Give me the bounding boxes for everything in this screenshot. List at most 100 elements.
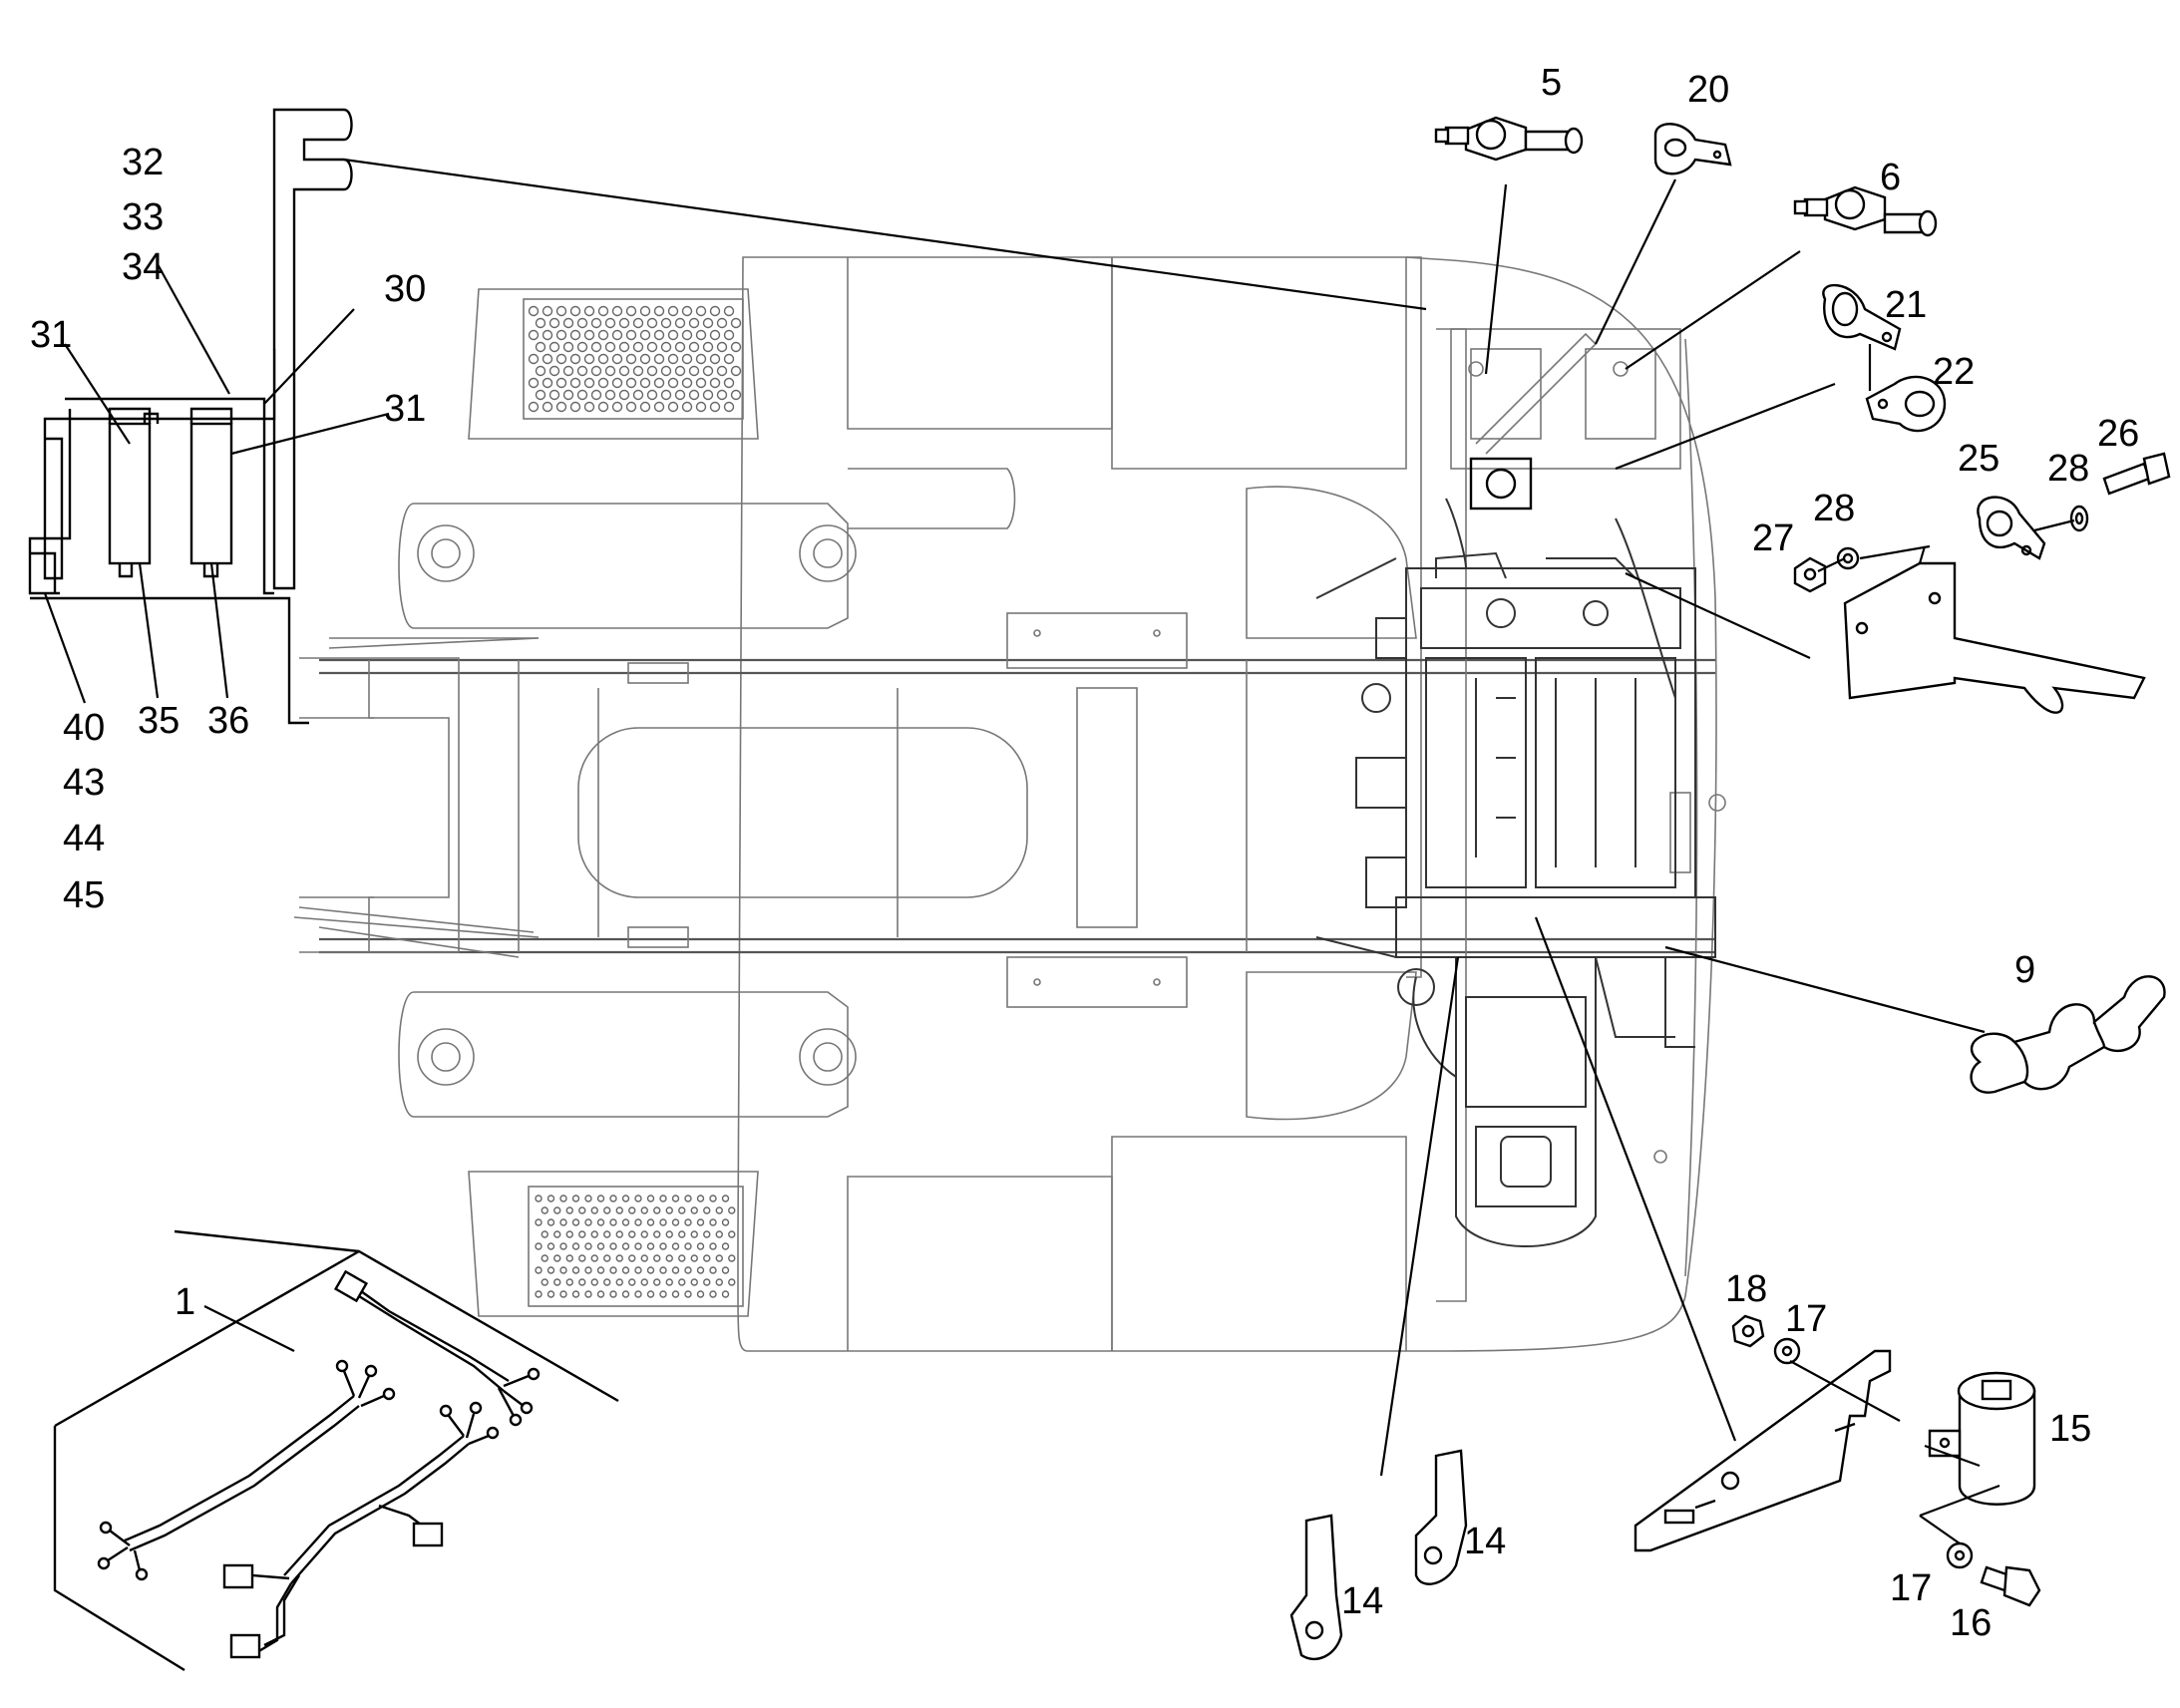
mesh-hole xyxy=(625,305,637,317)
mesh-hole xyxy=(535,389,546,401)
mesh-hole xyxy=(709,1242,717,1250)
mounting-plate xyxy=(1634,1349,1892,1552)
mesh-hole xyxy=(678,1230,686,1238)
callout-18: 18 xyxy=(1725,1268,1767,1310)
mesh-hole xyxy=(553,1278,561,1286)
mesh-hole xyxy=(674,317,686,329)
mesh-hole xyxy=(528,377,540,389)
mesh-hole xyxy=(696,1195,705,1202)
mesh-hole xyxy=(632,365,644,377)
mesh-hole xyxy=(678,1206,686,1214)
mesh-hole xyxy=(674,389,686,401)
mesh-hole xyxy=(583,329,595,341)
callout-22: 22 xyxy=(1933,351,1975,393)
harness-kit xyxy=(53,1229,619,1672)
lower-mesh-holes xyxy=(535,1195,736,1298)
mesh-hole xyxy=(688,341,700,353)
mesh-hole xyxy=(596,1266,605,1274)
mesh-hole xyxy=(621,1290,630,1298)
mesh-hole xyxy=(681,329,693,341)
mesh-hole xyxy=(628,1206,636,1214)
mesh-hole xyxy=(730,389,742,401)
callout-21: 21 xyxy=(1885,284,1927,326)
bracket-assembly-30-45 xyxy=(28,108,353,725)
mesh-hole xyxy=(578,1230,586,1238)
mesh-hole xyxy=(541,1230,548,1238)
mesh-hole xyxy=(541,1278,548,1286)
terminal-14a xyxy=(1289,1514,1343,1661)
mesh-hole xyxy=(678,1278,686,1286)
mesh-hole xyxy=(716,389,728,401)
mesh-hole xyxy=(695,377,707,389)
callout-15: 15 xyxy=(2049,1408,2091,1450)
mesh-hole xyxy=(632,389,644,401)
mesh-hole xyxy=(535,1242,543,1250)
mesh-hole xyxy=(640,1230,648,1238)
mesh-hole xyxy=(584,1242,592,1250)
chassis-frame xyxy=(293,256,1726,1352)
mesh-hole xyxy=(640,1278,648,1286)
bolt-16 xyxy=(1980,1565,2041,1607)
cable-clamp-21 xyxy=(1822,284,1902,351)
mesh-hole xyxy=(653,1206,661,1214)
mesh-hole xyxy=(646,1242,655,1250)
mesh-hole xyxy=(632,341,644,353)
mesh-hole xyxy=(730,317,742,329)
mesh-hole xyxy=(696,1290,705,1298)
mesh-hole xyxy=(569,305,581,317)
mesh-hole xyxy=(681,377,693,389)
mesh-hole xyxy=(723,329,735,341)
mesh-hole xyxy=(709,353,721,365)
mesh-hole xyxy=(728,1230,736,1238)
mesh-hole xyxy=(688,365,700,377)
mesh-hole xyxy=(578,1278,586,1286)
mesh-hole xyxy=(667,377,679,389)
mesh-hole xyxy=(625,401,637,413)
mesh-hole xyxy=(590,1254,598,1262)
mesh-hole xyxy=(709,1266,717,1274)
mesh-hole xyxy=(716,365,728,377)
mesh-hole xyxy=(548,365,560,377)
mesh-hole xyxy=(542,329,553,341)
mesh-hole xyxy=(553,1206,561,1214)
mesh-hole xyxy=(646,341,658,353)
mesh-hole xyxy=(621,1195,630,1202)
callout-31b: 31 xyxy=(384,388,426,430)
mesh-hole xyxy=(609,1218,617,1226)
mesh-hole xyxy=(597,377,609,389)
mesh-hole xyxy=(615,1206,623,1214)
mesh-hole xyxy=(597,353,609,365)
mesh-hole xyxy=(559,1266,567,1274)
mesh-hole xyxy=(709,377,721,389)
callout-43: 43 xyxy=(63,762,105,804)
mesh-hole xyxy=(618,365,630,377)
mesh-hole xyxy=(611,305,623,317)
mesh-hole xyxy=(535,317,546,329)
mesh-hole xyxy=(535,1290,543,1298)
mesh-hole xyxy=(723,401,735,413)
battery-terminal-5 xyxy=(1434,116,1584,162)
callout-20: 20 xyxy=(1687,69,1729,111)
mesh-hole xyxy=(584,1290,592,1298)
callout-labels: 1 5 20 6 21 22 25 26 28 28 27 9 18 17 15… xyxy=(30,62,2139,1644)
support-bracket xyxy=(1843,561,2146,714)
callout-16: 16 xyxy=(1950,1602,1992,1644)
mesh-hole xyxy=(596,1290,605,1298)
mesh-hole xyxy=(709,329,721,341)
mesh-hole xyxy=(696,1266,705,1274)
mesh-hole xyxy=(596,1195,605,1202)
mesh-hole xyxy=(578,1206,586,1214)
mesh-hole xyxy=(709,1195,717,1202)
mesh-hole xyxy=(546,1290,555,1298)
mesh-hole xyxy=(671,1242,680,1250)
mesh-hole xyxy=(603,1230,611,1238)
mesh-hole xyxy=(559,1242,567,1250)
mesh-hole xyxy=(667,305,679,317)
mesh-hole xyxy=(721,1218,730,1226)
mesh-hole xyxy=(660,389,672,401)
mesh-hole xyxy=(660,341,672,353)
callout-33: 33 xyxy=(122,196,164,238)
mesh-hole xyxy=(660,317,672,329)
mesh-hole xyxy=(542,353,553,365)
callout-14b: 14 xyxy=(1464,1521,1506,1562)
